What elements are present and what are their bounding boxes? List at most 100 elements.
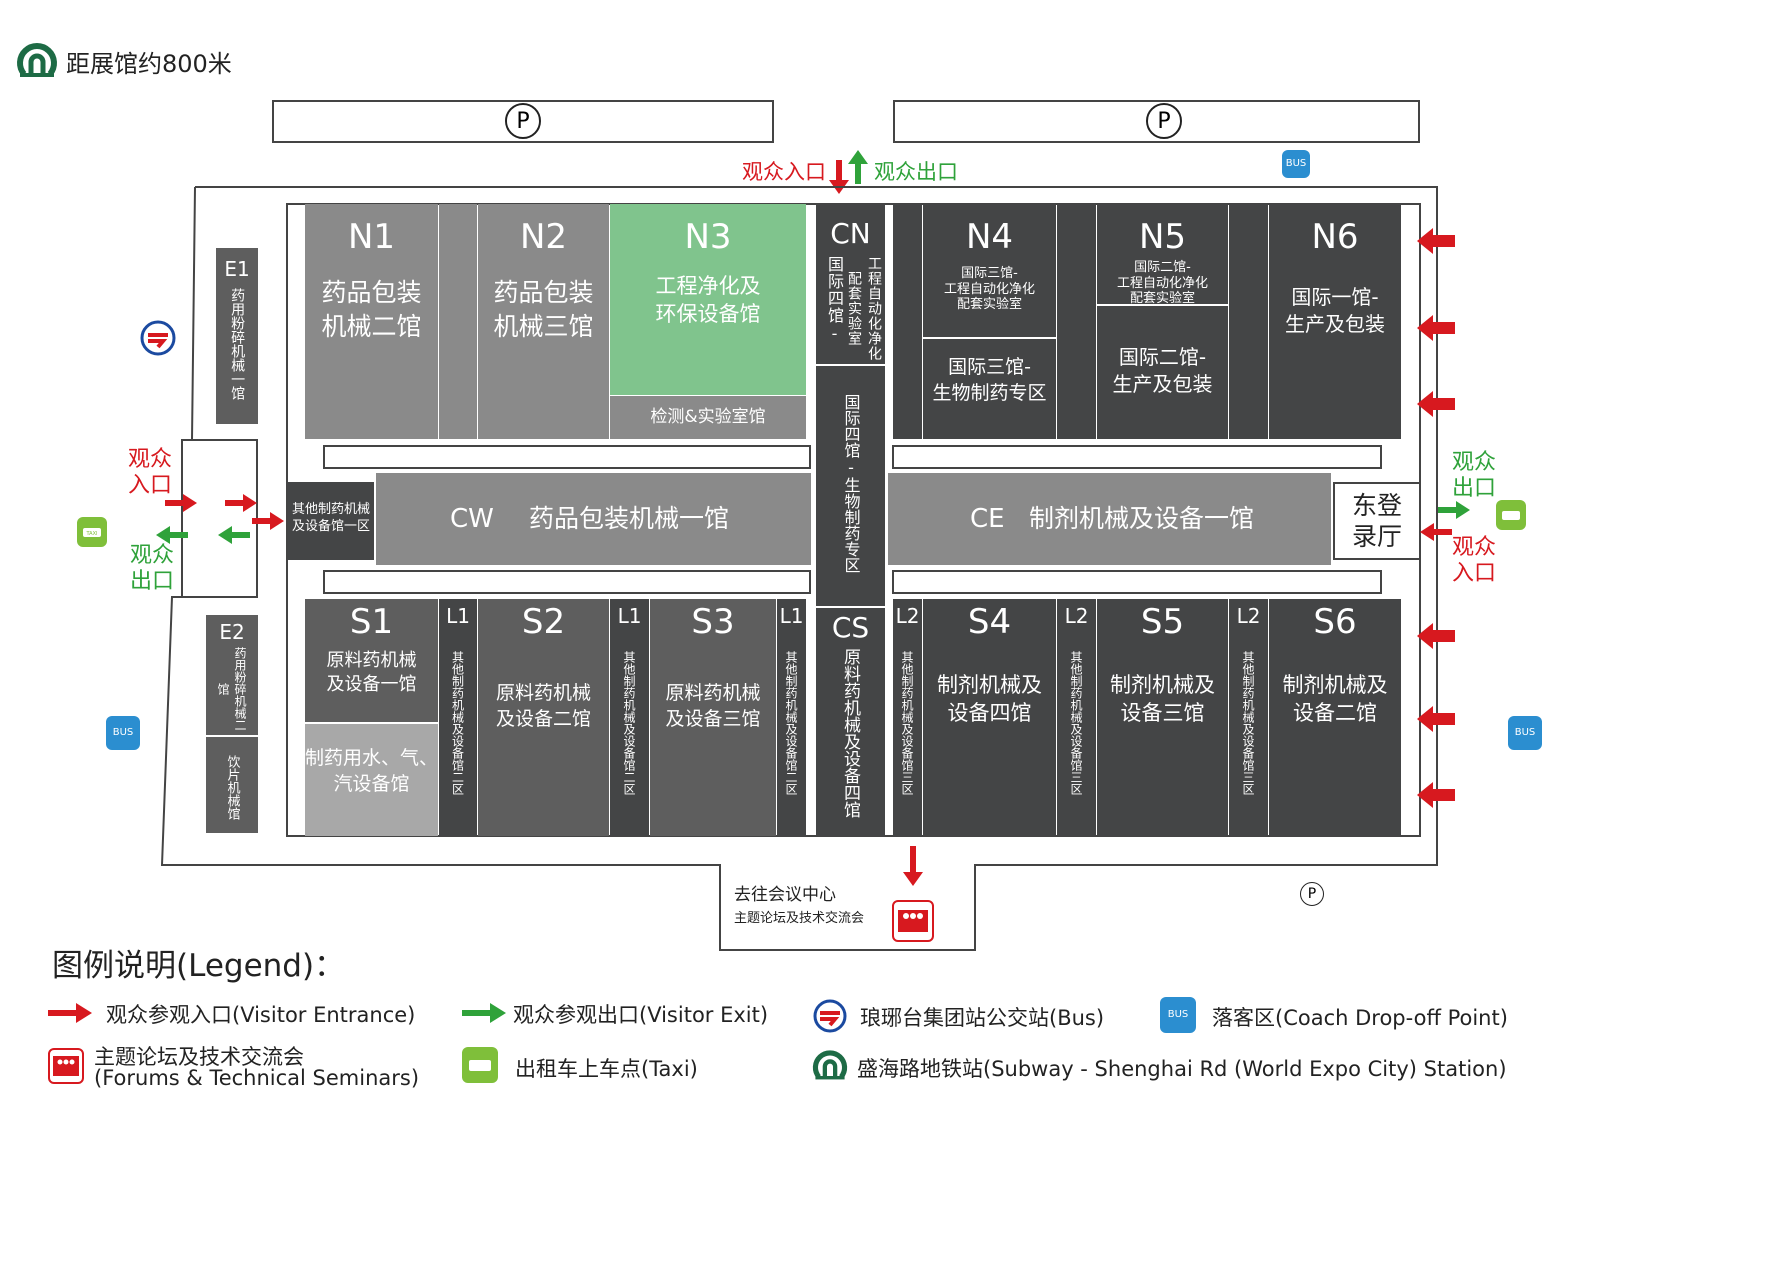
entrance-arrow-icon [829, 160, 849, 198]
hall-S1-water[interactable]: 制药用水、气、 汽设备馆 [305, 724, 438, 836]
conference-title: 去往会议中心 [734, 885, 836, 905]
legend-forum-icon [48, 1048, 84, 1084]
hall-N6[interactable]: N6 国际一馆- 生产及包装 [1269, 204, 1401, 439]
entrance-arrow-icon [252, 512, 284, 534]
legend-taxi: 出租车上车点(Taxi) [515, 1057, 698, 1081]
parking-label: P [1157, 109, 1171, 134]
hall-N5-pack[interactable]: 国际二馆- 生产及包装 [1097, 306, 1228, 439]
hall-name: 药品包装机械一馆 [529, 504, 730, 533]
corridor [323, 445, 811, 469]
hall-name: 制剂机械及 设备三馆 [1110, 673, 1215, 726]
hall-name: 制药用水、气、 汽设备馆 [305, 747, 438, 795]
hall-N4[interactable]: N4 国际三馆- 工程自动化净化 配套实验室 [923, 204, 1056, 337]
legend-subway: 盛海路地铁站(Subway - Shenghai Rd (World Expo … [857, 1057, 1507, 1081]
hall-name: 其他制药机械及设备馆三区 [1069, 651, 1083, 795]
legend-entrance-icon [48, 1003, 92, 1027]
hall-L2[interactable]: L2 其他制药机械及设备馆三区 [1229, 599, 1268, 836]
hall-name: 工程净化及 环保设备馆 [655, 274, 761, 327]
hall-E2[interactable]: E2 药用粉碎机械二馆 [206, 615, 258, 735]
hall-subname: 工程自动化净化配套实验室 [846, 256, 882, 361]
legend-subway-icon [812, 1046, 848, 1086]
hall-code: S6 [1313, 602, 1357, 642]
hall-E1[interactable]: E1 药用粉碎机械一馆 [216, 248, 258, 424]
taxi-icon [1496, 500, 1526, 530]
hall-CW-side[interactable]: 其他制药机械 及设备馆一区 [288, 482, 374, 560]
hall-S2[interactable]: S2 原料药机械 及设备二馆 [478, 599, 609, 836]
hall-name: 东登 录厅 [1351, 491, 1402, 552]
hall-N1[interactable]: N1 药品包装 机械二馆 [305, 204, 438, 439]
taxi-text: TAXI [86, 531, 98, 537]
hall-code: S4 [967, 602, 1012, 642]
hall-yinpian[interactable]: 饮片机械馆 [206, 737, 258, 833]
hall-code: N1 [347, 217, 396, 257]
hall-CS[interactable]: CS 原料药机械及设备四馆 [816, 608, 885, 836]
hall-L1[interactable]: L1 其他制药机械及设备馆二区 [610, 599, 649, 836]
bus-icon-label: BUS [1167, 1009, 1189, 1020]
coach-dropoff-icon: BUS [106, 716, 140, 750]
hall-name: 制剂机械及 设备四馆 [937, 673, 1042, 726]
hall-N4-bio[interactable]: 国际三馆- 生物制药专区 [923, 339, 1056, 439]
hall-L2[interactable]: L2 其他制药机械及设备馆三区 [893, 599, 922, 836]
hall-L1[interactable]: L1 其他制药机械及设备馆二区 [439, 599, 477, 836]
legend-forum-en: (Forums & Technical Seminars) [94, 1066, 420, 1090]
south-arrow-icon [903, 846, 923, 890]
hall-name: 国际四馆-生物制药专区 [841, 394, 861, 573]
hall-S5[interactable]: S5 制剂机械及 设备三馆 [1097, 599, 1228, 836]
hall-N5-strip [1057, 204, 1096, 439]
hall-code: E1 [224, 257, 250, 281]
legend-bus-icon [812, 998, 848, 1038]
east-entrance-arrows [1417, 228, 1455, 832]
hall-code: S3 [691, 602, 735, 642]
hall-name: 其他制药机械及设备馆二区 [450, 651, 465, 795]
hall-S3[interactable]: S3 原料药机械 及设备三馆 [650, 599, 776, 836]
hall-code: N3 [684, 217, 732, 257]
legend-title: 图例说明(Legend)： [52, 948, 346, 984]
hall-code: L2 [895, 604, 920, 628]
hall-N3-lab[interactable]: 检测&实验室馆 [610, 396, 806, 439]
hall-N1-strip [439, 204, 477, 439]
hall-L2[interactable]: L2 其他制药机械及设备馆三区 [1057, 599, 1096, 836]
parking-label: P [1307, 886, 1317, 902]
hall-S1[interactable]: S1 原料药机械 及设备一馆 [305, 599, 438, 722]
hall-code: S5 [1140, 602, 1185, 642]
bus-icon-label: BUS [112, 727, 134, 738]
hall-L1[interactable]: L1 其他制药机械及设备馆二区 [777, 599, 806, 836]
hall-CN[interactable]: CN 国际四馆- 工程自动化净化配套实验室 [816, 204, 885, 364]
hall-name: 检测&实验室馆 [650, 407, 766, 427]
hall-N2[interactable]: N2 药品包装 机械三馆 [478, 204, 609, 439]
hall-name: 国际二馆- 生产及包装 [1112, 345, 1213, 396]
hall-name: 国际二馆- 工程自动化净化 配套实验室 [1116, 260, 1208, 304]
hall-name: 药品包装 机械三馆 [493, 278, 594, 341]
coach-dropoff-icon: BUS [1282, 150, 1310, 178]
legend-coach: 落客区(Coach Drop-off Point) [1212, 1006, 1508, 1030]
hall-code: L1 [617, 604, 642, 628]
hall-code: S1 [349, 602, 394, 642]
hall-CW[interactable]: CW 药品包装机械一馆 [376, 473, 811, 565]
top-exit-label: 观众出口 [874, 160, 958, 184]
hall-CE[interactable]: CE 制剂机械及设备一馆 [888, 473, 1331, 565]
parking-icon: P [505, 103, 541, 139]
top-entrance-label: 观众入口 [742, 160, 826, 184]
corridor [323, 570, 811, 594]
legend-bus: 琅琊台集团站公交站(Bus) [860, 1006, 1105, 1030]
hall-N5[interactable]: N5 国际二馆- 工程自动化净化 配套实验室 [1097, 204, 1228, 304]
exit-arrow-icon [218, 526, 250, 548]
hall-name: 饮片机械馆 [224, 755, 240, 820]
hall-code: CE [970, 504, 1005, 534]
bus-icon-label: BUS [1514, 727, 1536, 738]
parking-icon: P [1146, 103, 1182, 139]
hall-central[interactable]: 国际四馆-生物制药专区 [816, 366, 885, 606]
hall-name: 原料药机械 及设备二馆 [495, 682, 591, 730]
hall-N3[interactable]: N3 工程净化及 环保设备馆 [610, 204, 806, 395]
west-entrance-label: 观众 入口 [128, 447, 173, 499]
hall-name: 原料药机械及设备四馆 [840, 648, 860, 818]
hall-name: 制剂机械及 设备二馆 [1282, 673, 1388, 726]
hall-name: 其他制药机械及设备馆二区 [784, 651, 798, 795]
hall-S6[interactable]: S6 制剂机械及 设备二馆 [1269, 599, 1401, 836]
parking-label: P [516, 109, 530, 134]
hall-code: L1 [446, 604, 470, 628]
hall-name: 原料药机械 及设备一馆 [326, 650, 417, 696]
hall-S4[interactable]: S4 制剂机械及 设备四馆 [923, 599, 1056, 836]
exit-arrow-icon [848, 150, 868, 188]
east-registration-hall[interactable]: 东登 录厅 [1333, 482, 1421, 560]
